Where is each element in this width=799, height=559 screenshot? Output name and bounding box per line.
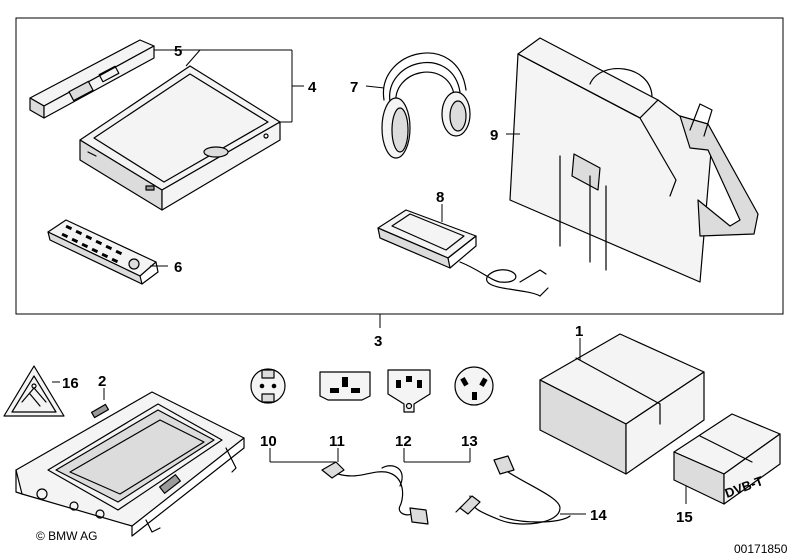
callout-9: 9 (490, 127, 498, 144)
battery-pack (29, 39, 155, 119)
callout-7: 7 (350, 79, 358, 96)
callout-1: 1 (575, 323, 583, 340)
plug-us (387, 369, 431, 413)
image-number: 00171850 (734, 542, 788, 556)
plug-au (454, 366, 494, 406)
kit-frame (15, 17, 784, 315)
power-adapter (377, 209, 549, 297)
leader-7 (365, 85, 385, 89)
portable-dvd-player (79, 65, 281, 211)
wireless-headphones (381, 52, 471, 159)
plug-eu (250, 368, 286, 404)
callout-15: 15 (676, 509, 693, 526)
copyright-text: © BMW AG (36, 529, 98, 543)
dvb-t-box (673, 413, 781, 505)
callout-8: 8 (436, 189, 444, 206)
callout-13: 13 (461, 433, 478, 450)
callout-6: 6 (174, 259, 182, 276)
mains-cable (321, 461, 429, 525)
remote-control (47, 219, 159, 285)
carrying-bag (509, 37, 759, 283)
callout-14: 14 (590, 507, 607, 524)
shipping-box (539, 333, 705, 475)
mounting-bracket (15, 391, 245, 537)
callout-2: 2 (98, 373, 106, 390)
callout-5: 5 (174, 43, 182, 60)
callout-16: 16 (62, 375, 79, 392)
callout-12: 12 (395, 433, 412, 450)
plug-uk (319, 371, 371, 401)
callout-11: 11 (329, 433, 345, 450)
callout-4: 4 (308, 79, 317, 96)
callout-3: 3 (374, 333, 382, 350)
warning-label (3, 365, 65, 417)
callout-10: 10 (260, 433, 277, 450)
av-cable (455, 455, 571, 525)
